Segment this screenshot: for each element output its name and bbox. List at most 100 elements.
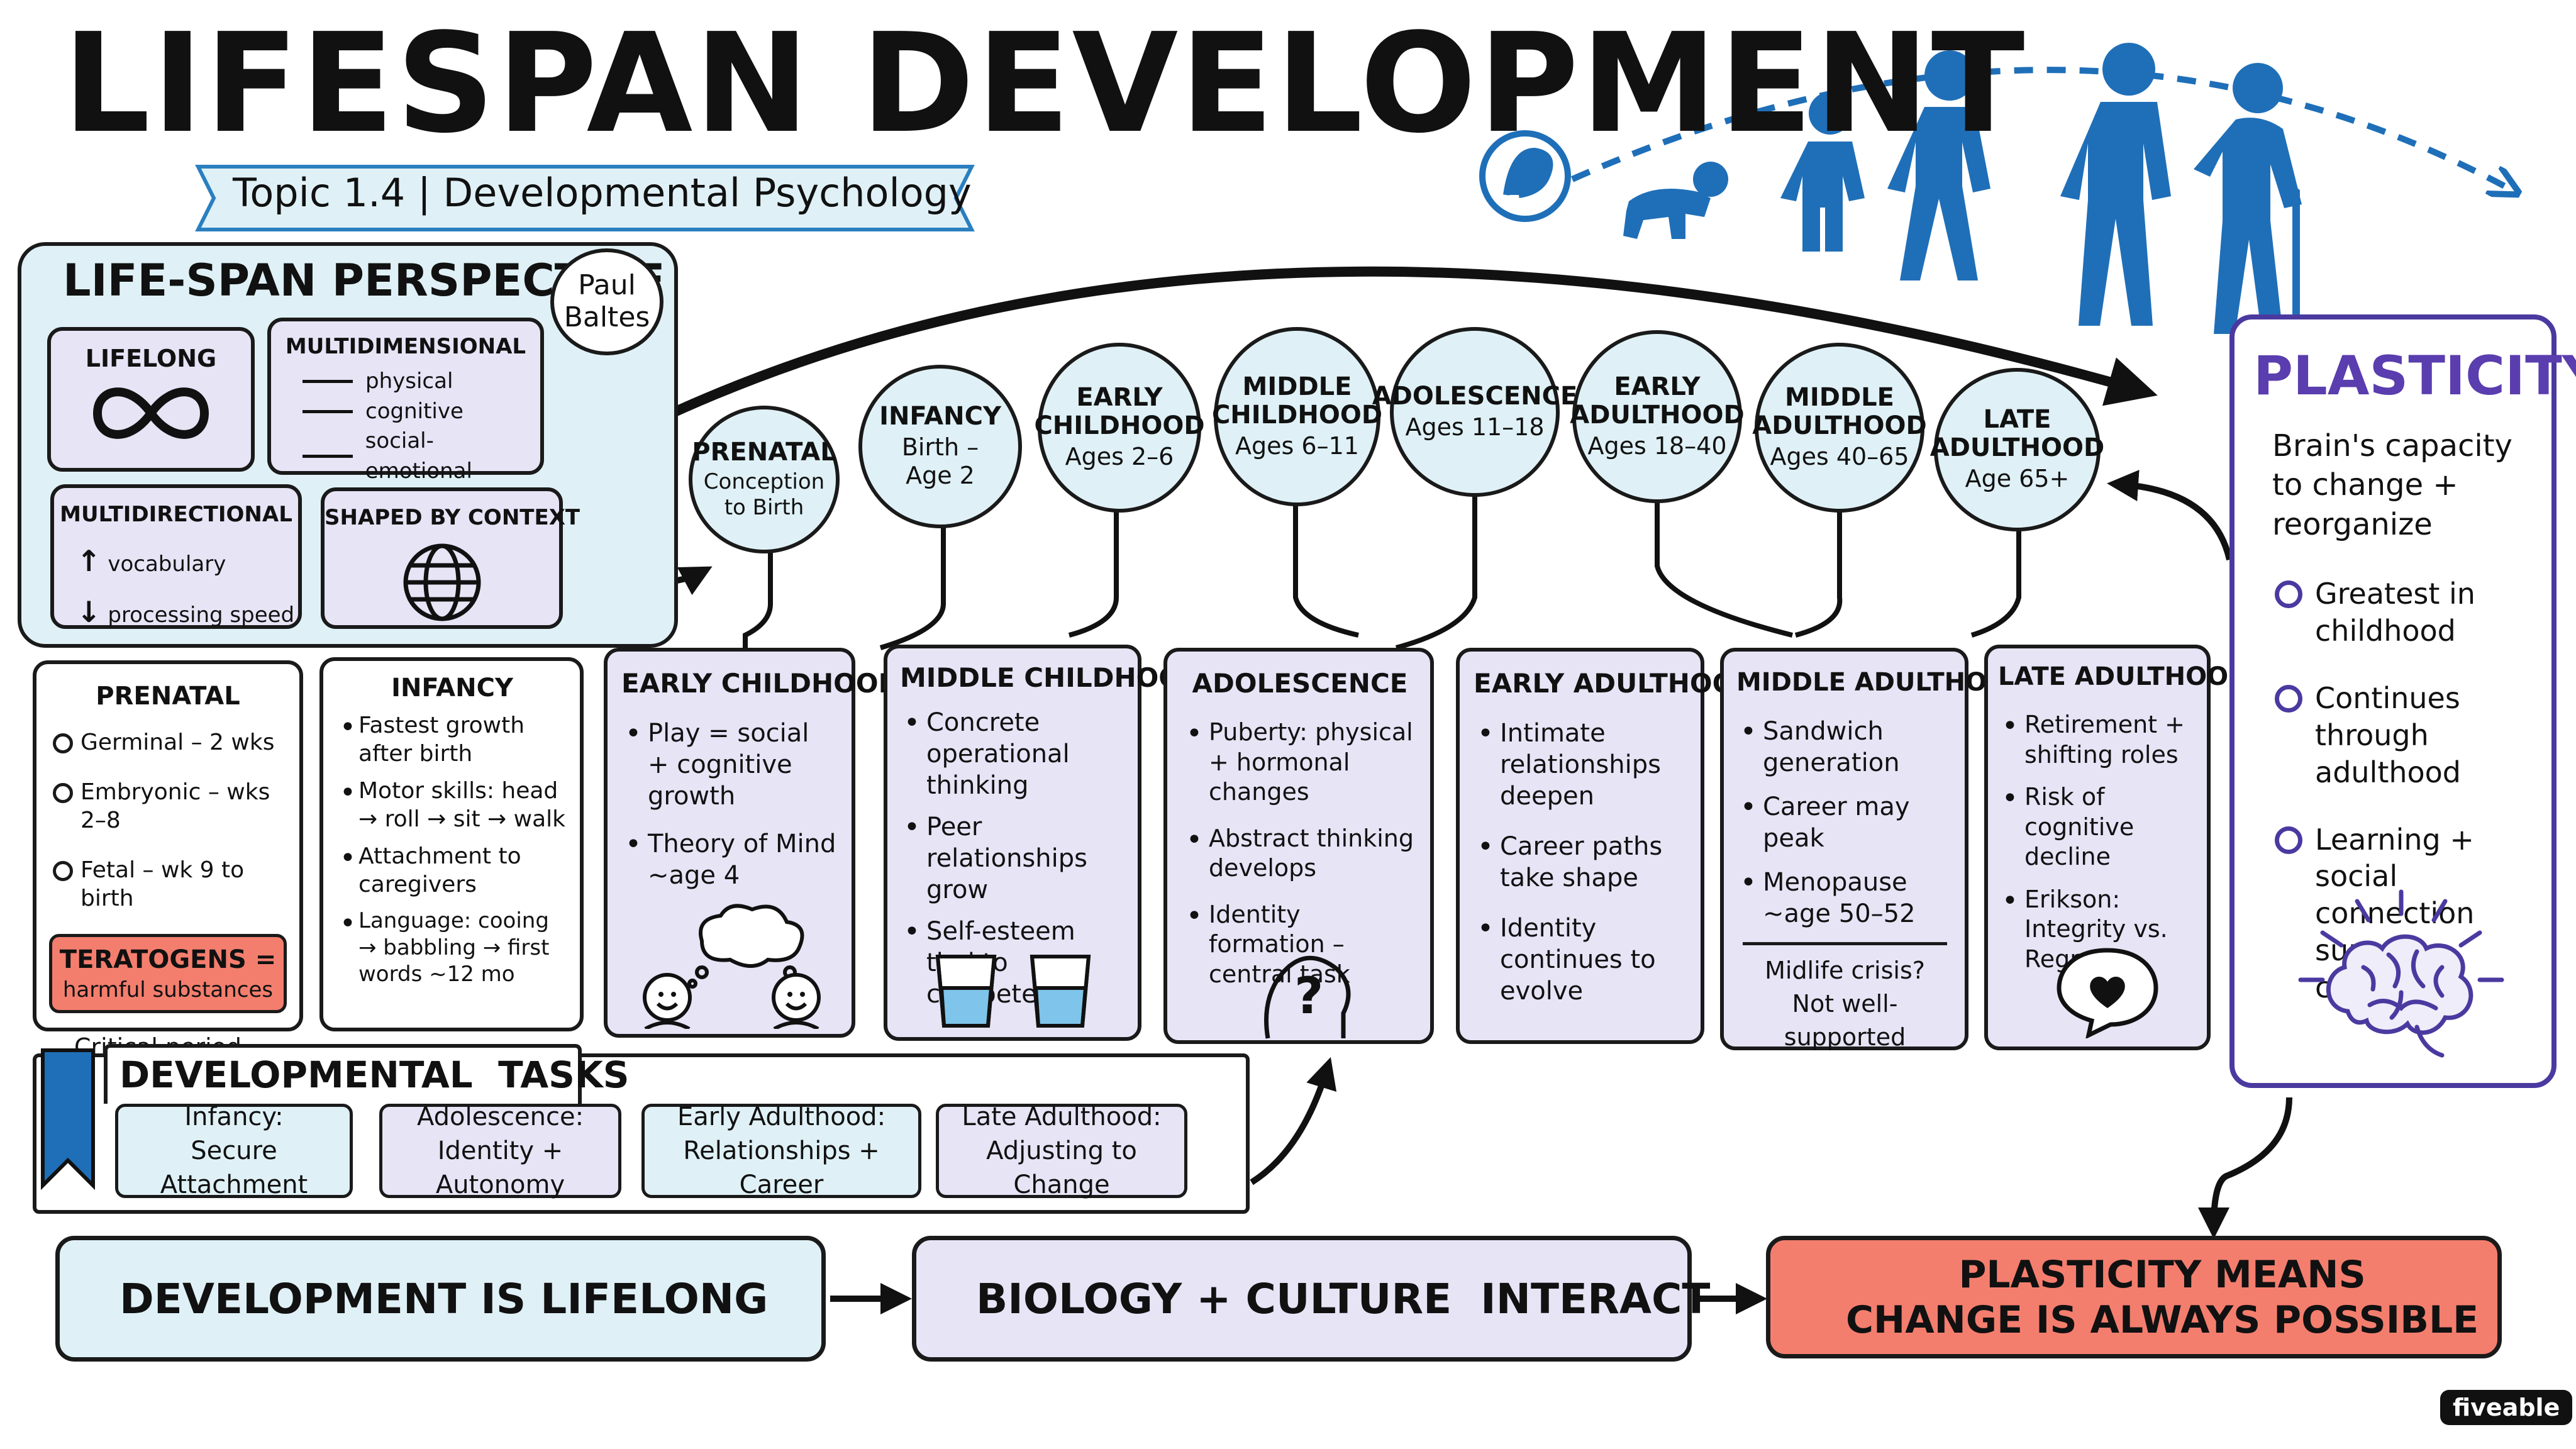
decrease-processing-speed: processing speed [108,602,295,628]
infinity-icon [92,387,209,439]
late-adulthood-panel: LATE ADULTHOOD Retirement + shifting rol… [1984,645,2250,1050]
stage-name-2: ADULTHOOD [1570,400,1745,430]
stage-ages: Ages 18–40 [1587,431,1727,460]
task-late-adulthood: Late Adulthood: Adjusting to Change [936,1102,1187,1199]
stage-middle-adulthood: MIDDLE ADULTHOOD Ages 40–65 [1752,343,1927,513]
teratogens-desc: harmful substances [62,977,274,1002]
adolescence-panel: ADOLESCENCE Puberty: physical + hormonal… [1163,648,1434,1044]
list-item: Embryonic – wks 2–8 [49,778,287,835]
stage-name: EARLY [1076,383,1163,413]
globe-icon [403,543,480,621]
list-item: Motor skills: head → roll → sit → walk [336,775,569,833]
author-last: Baltes [564,301,650,333]
list-item: Language: cooing → babbling → first word… [336,906,569,988]
list-item: Peer relationships grow [900,810,1125,906]
child-walking-icon [1887,50,1990,280]
stage-name: PRENATAL [692,438,836,467]
stage-name-2: CHILDHOOD [1034,411,1205,441]
banner-plasticity: PLASTICITY MEANS CHANGE IS ALWAYS POSSIB… [1766,1236,2502,1358]
task-label: Infancy: [184,1102,284,1131]
stage-name: MIDDLE [1785,383,1894,413]
multidirectional-label: MULTIDIRECTIONAL [60,502,292,527]
crawling-baby-icon [1623,162,1728,239]
prenatal-detail-card: PRENATAL Germinal – 2 wks Embryonic – wk… [33,660,303,1061]
stage-ages: Ages 11–18 [1405,413,1545,441]
task-value: Identity + Autonomy [435,1136,565,1199]
task-infancy: Infancy: Secure Attachment [115,1102,353,1199]
context-box: SHAPED BY CONTEXT [321,487,580,629]
toddler-icon [1780,92,1865,252]
list-item: Fastest growth after birth [336,710,569,768]
task-early-adulthood: Early Adulthood: Relationships + Career [641,1102,921,1199]
brand-logo: fiveable [2440,1390,2573,1425]
panel-list: Play = social + cognitive growth Theory … [621,716,838,891]
banner-biology-culture-text: BIOLOGY + CULTURE INTERACT [976,1274,1711,1323]
middle-adulthood-panel: MIDDLE ADULTHOOD Sandwich generation Car… [1720,648,2029,1051]
stage-name: LATE [1983,405,2051,435]
task-value: Relationships + Career [683,1136,880,1199]
adult-walking-icon [2060,43,2171,326]
context-label: SHAPED BY CONTEXT [325,505,580,530]
increase-vocabulary: vocabulary [108,552,226,577]
author-badge: Paul Baltes [550,248,663,355]
list-item: Puberty: physical + hormonal changes [1182,716,1418,808]
tasks-to-adolescence-arrow [1250,1057,1337,1185]
plasticity-to-late-adulthood-arrow [2107,470,2233,561]
plasticity-description: Brain's capacity to change + reorganize [2272,428,2512,542]
midlife-note: Midlife crisis? Not well-supported [1743,942,1947,1055]
arrow-up-icon: ↑ [77,544,101,578]
list-item: Continues through adulthood [2272,680,2533,791]
list-item: Germinal – 2 wks [49,728,287,757]
stage-adolescence: ADOLESCENCE Ages 11–18 [1372,327,1577,497]
banner-biology-culture: BIOLOGY + CULTURE INTERACT [912,1236,1710,1362]
question-head-icon: ? [1264,955,1351,1039]
subtitle: Topic 1.4 | Developmental Psychology [233,170,972,216]
stage-connectors [743,491,2021,650]
plasticity-to-banner-arrow [2198,1097,2292,1239]
panel-list: Sandwich generation Career may peak Meno… [1736,714,1953,930]
infancy-list: Fastest growth after birth Motor skills:… [336,710,569,988]
list-item: Abstract thinking develops [1182,823,1418,884]
stage-name: EARLY [1614,372,1701,401]
list-item: Risk of cognitive decline [1998,781,2197,872]
panel-title: LATE ADULTHOOD [1998,662,2250,691]
teratogens-callout: TERATOGENS = harmful substances [49,934,287,1014]
list-item: Career paths take shape [1474,830,1689,894]
panel-title: MIDDLE ADULTHOOD [1736,668,2029,697]
task-value: Secure Attachment [160,1136,308,1199]
panel-title: EARLY ADULTHOOD [1474,668,1757,699]
panel-list: Intimate relationships deepen Career pat… [1474,716,1689,1007]
children-thinking-icon [643,904,821,1029]
multidirectional-box: MULTIDIRECTIONAL ↑ vocabulary ↓ processi… [50,484,302,629]
stage-ages: Ages 2–6 [1065,443,1174,470]
tasks-title: DEVELOPMENTAL TASKS [119,1053,630,1096]
list-item: Sandwich generation [1736,714,1953,779]
stage-name-2: ADULTHOOD [1929,433,2105,463]
stage-ages-2: Age 2 [906,462,975,490]
stage-ages: Birth – [901,433,979,461]
stage-name: INFANCY [879,402,1001,431]
plasticity-card: PLASTICITY Brain's capacity to change + … [2229,314,2576,1088]
stage-early-childhood: EARLY CHILDHOOD Ages 2–6 [1034,343,1205,513]
panel-title: ADOLESCENCE [1192,668,1408,699]
elderly-person-icon [2194,63,2302,334]
multidimensional-box: MULTIDIMENSIONAL physical cognitive soci… [267,318,544,484]
midlife-question: Midlife crisis? [1765,957,1925,984]
stage-ages-2: to Birth [724,494,804,520]
list-item: Retirement + shifting roles [1998,709,2197,770]
stage-name-2: ADULTHOOD [1752,411,1927,441]
task-label: Late Adulthood: [962,1102,1162,1131]
stage-name-2: CHILDHOOD [1211,400,1383,430]
banner-lifelong: DEVELOPMENT IS LIFELONG [55,1236,826,1362]
list-item: Identity continues to evolve [1474,911,1689,1007]
brain-icon [2298,889,2504,1058]
infancy-title: INFANCY [391,674,513,702]
stage-early-adulthood: EARLY ADULTHOOD Ages 18–40 [1570,330,1745,503]
panel-list: Retirement + shifting roles Risk of cogn… [1998,709,2197,974]
task-value: Adjusting to Change [986,1136,1137,1199]
task-label: Early Adulthood: [677,1102,886,1131]
dimension-social-emotional: social-emotional [365,428,472,484]
arrow-down-icon: ↓ [77,594,101,629]
early-adulthood-panel: EARLY ADULTHOOD Intimate relationships d… [1456,648,1757,1044]
stage-middle-childhood: MIDDLE CHILDHOOD Ages 6–11 [1211,327,1383,506]
